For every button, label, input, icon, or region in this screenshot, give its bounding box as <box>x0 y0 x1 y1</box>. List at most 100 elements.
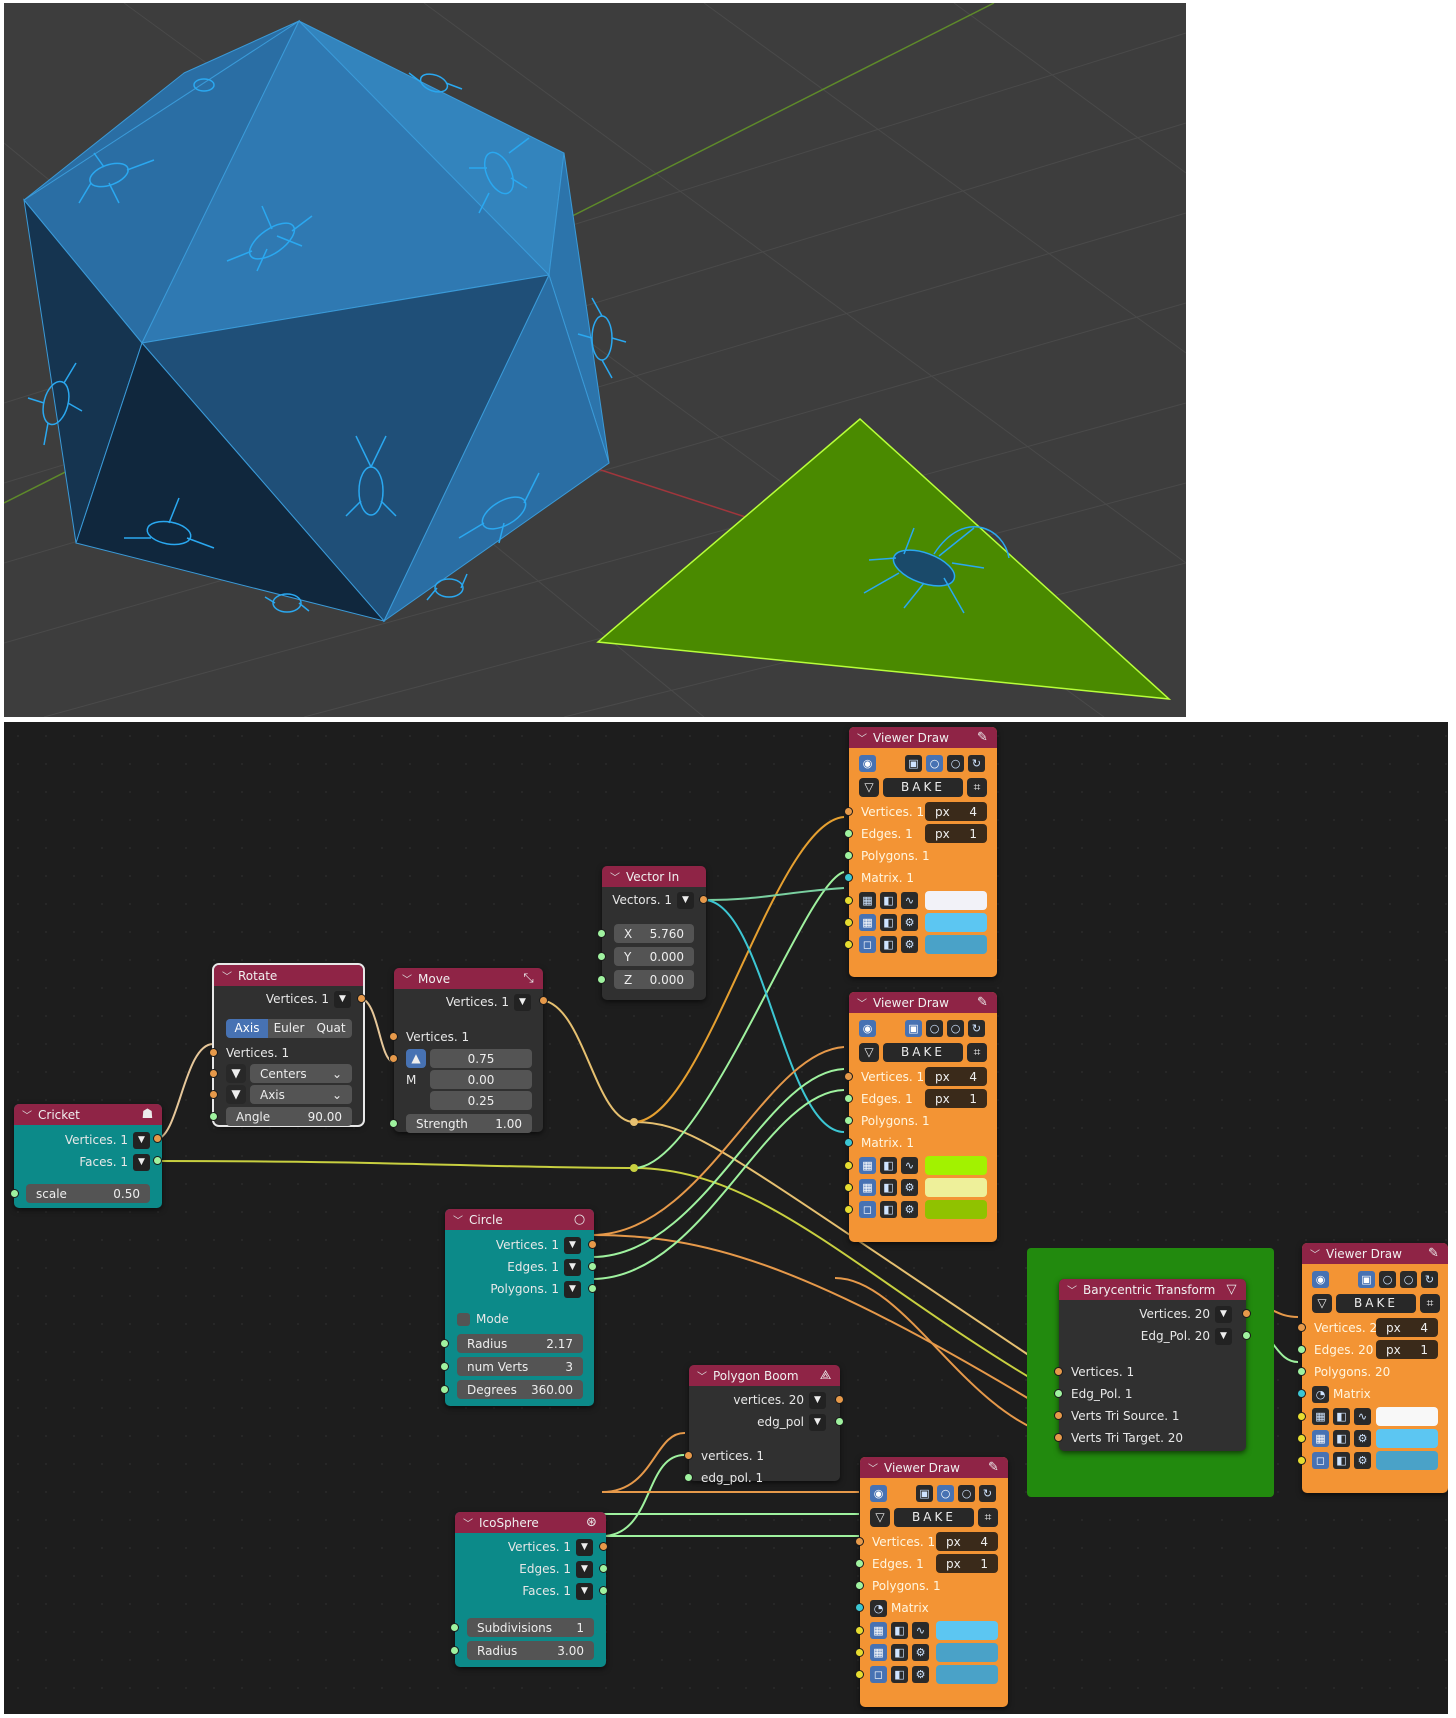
edges-output-socket[interactable] <box>599 1564 608 1573</box>
grid-icon[interactable]: ▦ <box>859 1157 876 1174</box>
bake-button[interactable]: BAKE <box>1336 1294 1416 1313</box>
scatter-icon[interactable]: ⌗ <box>967 1043 987 1062</box>
circle-icon[interactable]: ○ <box>926 1020 943 1037</box>
square-icon[interactable]: ◻ <box>859 1201 876 1218</box>
circle-node[interactable]: ﹀Circle○ Vertices. 1▼ Edges. 1▼ Polygons… <box>440 1209 597 1406</box>
viewer-draw-header[interactable]: ﹀Viewer Draw✎ <box>849 992 997 1013</box>
nodes-icon[interactable]: ⚙ <box>912 1644 929 1661</box>
vertices-input-socket[interactable] <box>844 1072 853 1081</box>
matrix-input-socket[interactable] <box>844 1138 853 1147</box>
vertex-color-icons[interactable]: ▦◧∿ <box>1312 1407 1371 1426</box>
square-icon[interactable]: ◻ <box>859 936 876 953</box>
viewer-draw-node-1[interactable]: ﹀Viewer Draw✎ ◉ ▣○○↻ ▽ BAKE ⌗ Vertices. … <box>844 727 997 977</box>
polygons-input-socket[interactable] <box>855 1581 864 1590</box>
dropdown-arrow-icon[interactable]: ▼ <box>564 1258 581 1276</box>
refresh-icon[interactable]: ↻ <box>968 1020 985 1037</box>
face-color-icons[interactable]: ◻◧⚙ <box>870 1665 929 1684</box>
visibility-toggle[interactable]: ◉ <box>870 1484 887 1503</box>
viewer-draw-header[interactable]: ﹀Viewer Draw✎ <box>849 727 997 748</box>
dropdown-arrow-icon[interactable]: ▼ <box>576 1582 593 1600</box>
nodes-icon[interactable]: ⚙ <box>1354 1430 1371 1447</box>
y-input-socket[interactable] <box>597 952 606 961</box>
dropdown-arrow-icon[interactable]: ▼ <box>514 993 531 1011</box>
polygons-output-socket[interactable] <box>588 1284 597 1293</box>
polygons-input-socket[interactable] <box>844 851 853 860</box>
rotate-mode-selector[interactable]: Axis Euler Quat <box>226 1019 352 1038</box>
cube-icon[interactable]: ▣ <box>916 1485 933 1502</box>
rotate-node-header[interactable]: ﹀Rotate <box>214 965 363 986</box>
axis-select[interactable]: Axis⌄ <box>250 1085 352 1104</box>
dropdown-arrow-icon[interactable]: ▼ <box>809 1391 826 1409</box>
edg-pol-output-socket[interactable] <box>1242 1331 1251 1340</box>
edges-input-socket[interactable] <box>844 1094 853 1103</box>
scatter-icon[interactable]: ⌗ <box>967 778 987 797</box>
grid-icon[interactable]: ▦ <box>870 1644 887 1661</box>
vertices-input-socket[interactable] <box>1054 1367 1063 1376</box>
refresh-icon[interactable]: ↻ <box>968 755 985 772</box>
circle-icon[interactable]: ○ <box>1400 1271 1417 1288</box>
face-color-icons[interactable]: ◻◧⚙ <box>859 1200 918 1219</box>
curve-icon[interactable]: ∿ <box>912 1622 929 1639</box>
circle-node-header[interactable]: ﹀Circle○ <box>445 1209 594 1230</box>
face-color-socket[interactable] <box>844 1205 853 1214</box>
refresh-icon[interactable]: ↻ <box>1421 1271 1438 1288</box>
collapse-chevron-icon[interactable]: ﹀ <box>22 1111 32 1122</box>
display-mode-icons[interactable]: ▣○○↻ <box>1358 1270 1438 1289</box>
triangle-icon[interactable]: ▽ <box>1312 1294 1332 1313</box>
face-color-icons[interactable]: ◻◧⚙ <box>1312 1451 1371 1470</box>
edge-color-icons[interactable]: ▦◧⚙ <box>1312 1429 1371 1448</box>
nodes-icon[interactable]: ⚙ <box>901 914 918 931</box>
triangle-icon[interactable]: ▽ <box>859 778 879 797</box>
grid-icon[interactable]: ▦ <box>859 892 876 909</box>
edge-color-icons[interactable]: ▦◧⚙ <box>859 913 918 932</box>
axis-input-socket[interactable] <box>209 1090 218 1099</box>
face-color-swatch[interactable] <box>1376 1451 1438 1470</box>
move-vector-x[interactable]: 0.75 <box>430 1049 532 1068</box>
mode-euler[interactable]: Euler <box>268 1019 310 1038</box>
z-input-socket[interactable] <box>597 975 606 984</box>
refresh-icon[interactable]: ↻ <box>979 1485 996 1502</box>
dropdown-arrow-icon[interactable]: ▼ <box>133 1153 150 1171</box>
degrees-input-socket[interactable] <box>440 1385 449 1394</box>
polygons-input-socket[interactable] <box>844 1116 853 1125</box>
edge-color-swatch[interactable] <box>925 1178 987 1197</box>
square-icon[interactable]: ◻ <box>870 1666 887 1683</box>
edges-input-socket[interactable] <box>855 1559 864 1568</box>
cube-icon[interactable]: ▣ <box>1358 1271 1375 1288</box>
vertices-input-socket[interactable] <box>389 1032 398 1041</box>
centers-select[interactable]: Centers⌄ <box>250 1064 352 1083</box>
display-mode-icons[interactable]: ▣○○↻ <box>916 1484 996 1503</box>
vertex-color-icons[interactable]: ▦◧∿ <box>870 1621 929 1640</box>
nodes-icon[interactable]: ⚙ <box>1354 1452 1371 1469</box>
edge-color-icons[interactable]: ▦◧⚙ <box>859 1178 918 1197</box>
vector-input-socket[interactable] <box>389 1054 398 1063</box>
edge-color-socket[interactable] <box>855 1648 864 1657</box>
edg-pol-output-socket[interactable] <box>835 1417 844 1426</box>
nodes-icon[interactable]: ⚙ <box>901 936 918 953</box>
dropdown-arrow-icon[interactable]: ▼ <box>133 1131 150 1149</box>
circle-icon[interactable]: ○ <box>926 755 943 772</box>
vertex-color-icons[interactable]: ▦◧∿ <box>859 891 918 910</box>
collapse-chevron-icon[interactable]: ﹀ <box>453 1216 463 1227</box>
display-mode-icons[interactable]: ▣○○↻ <box>905 754 985 773</box>
grid-icon[interactable]: ▦ <box>1312 1408 1329 1425</box>
icosphere-node-header[interactable]: ﹀IcoSphere⊛ <box>455 1512 606 1533</box>
edge-color-socket[interactable] <box>844 918 853 927</box>
eye-icon[interactable]: ◉ <box>1312 1271 1329 1288</box>
vertices-output-socket[interactable] <box>357 994 366 1003</box>
axis-dropdown-toggle[interactable]: ▼ <box>226 1085 246 1104</box>
bake-button[interactable]: BAKE <box>883 778 963 797</box>
circle-icon[interactable]: ○ <box>947 755 964 772</box>
face-color-socket[interactable] <box>1297 1456 1306 1465</box>
collapse-chevron-icon[interactable]: ﹀ <box>610 873 620 884</box>
grid-icon[interactable]: ▦ <box>859 914 876 931</box>
